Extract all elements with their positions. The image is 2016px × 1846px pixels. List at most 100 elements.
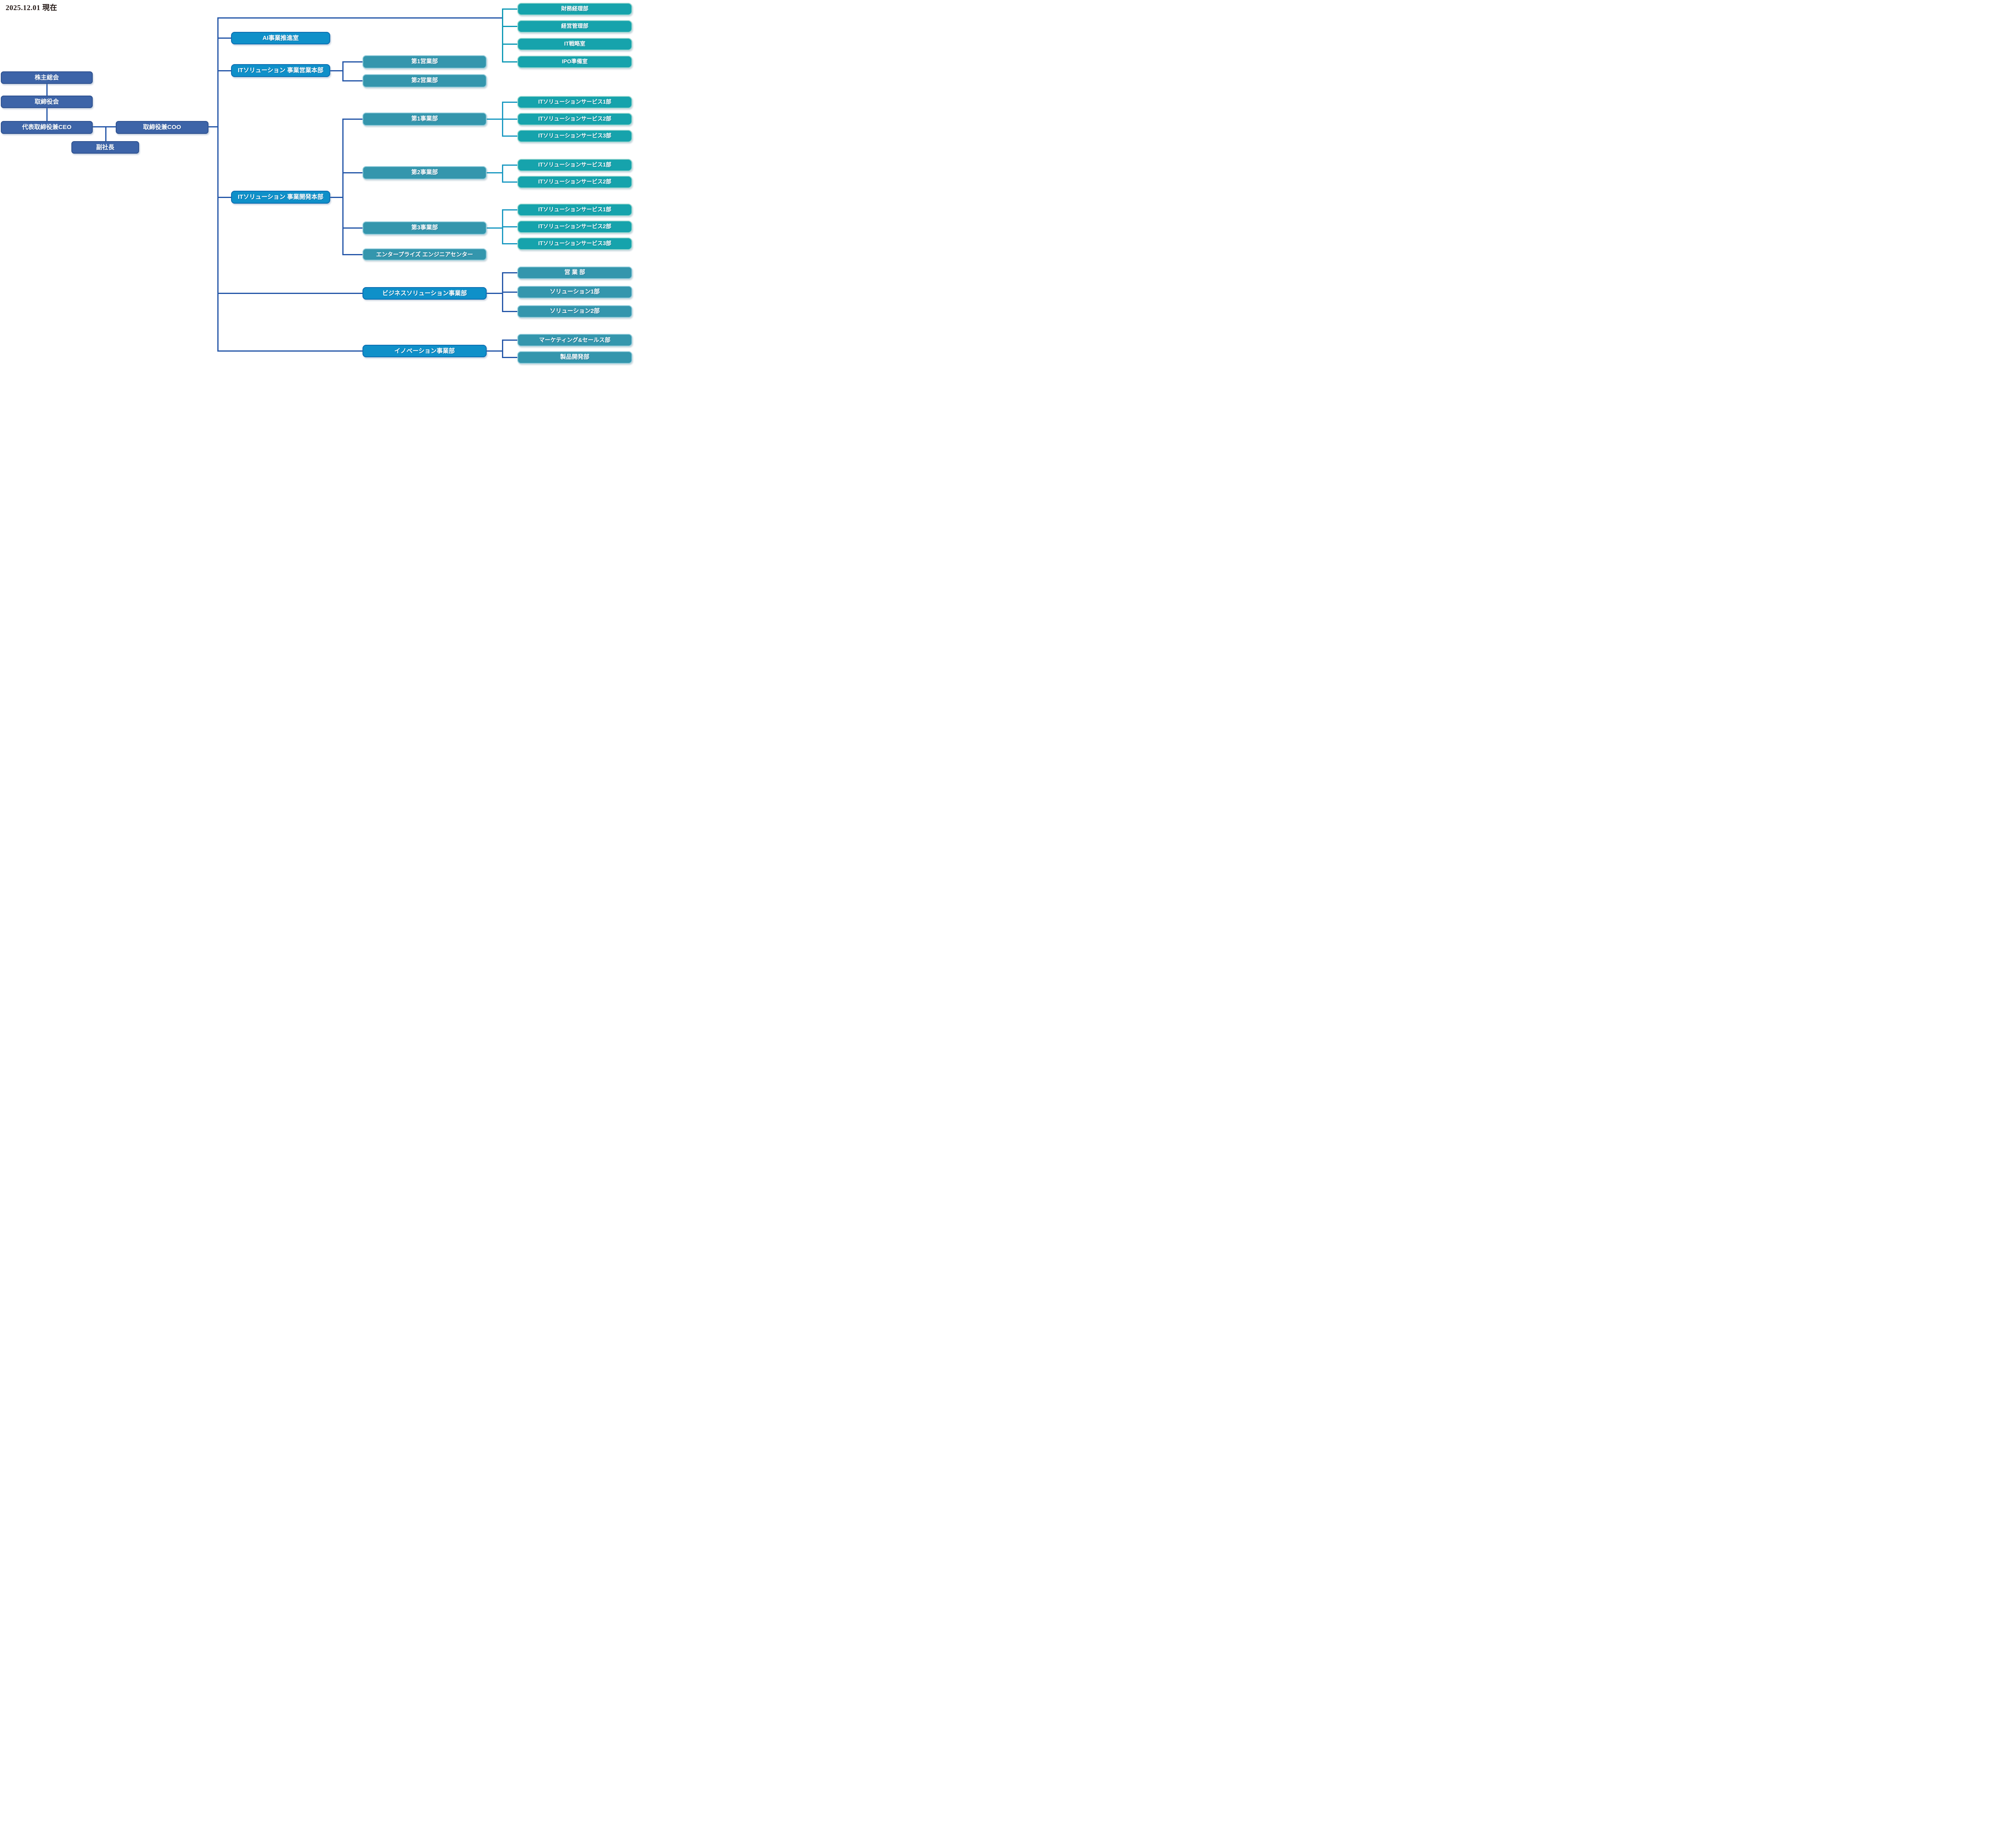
connector-line xyxy=(502,226,517,227)
node-its-3-1: ITソリューションサービス1部 xyxy=(517,204,632,216)
connector-line xyxy=(342,61,344,81)
node-biz-div-2: 第2事業部 xyxy=(362,166,487,179)
connector-line xyxy=(502,135,517,137)
node-sales-dept-2: 第2営業部 xyxy=(362,74,487,88)
node-label: エンタープライズ エンジニアセンター xyxy=(376,251,473,258)
connector-line xyxy=(502,340,503,358)
node-finance-dept: 財務経理部 xyxy=(517,3,632,15)
node-label: IPO準備室 xyxy=(562,58,588,65)
connector-line xyxy=(343,61,362,63)
node-ipo-office: IPO準備室 xyxy=(517,56,632,68)
connector-line xyxy=(487,350,503,352)
connector-line xyxy=(343,80,362,81)
connector-line xyxy=(343,118,362,120)
connector-line xyxy=(343,254,362,255)
node-shareholders: 株主総会 xyxy=(1,71,93,84)
connector-line xyxy=(502,181,517,183)
connector-line xyxy=(487,227,503,229)
node-label: 株主総会 xyxy=(34,74,59,81)
node-sales-dept-1: 第1営業部 xyxy=(362,55,487,69)
node-product-dev-dept: 製品開発部 xyxy=(517,351,632,364)
connector-line xyxy=(93,126,116,127)
connector-line xyxy=(218,350,362,352)
connector-line xyxy=(502,209,517,210)
connector-line xyxy=(502,272,517,273)
node-label: 代表取締役兼CEO xyxy=(22,124,72,131)
node-label: ITソリューションサービス1部 xyxy=(538,99,612,105)
connector-line xyxy=(502,243,517,244)
org-chart-canvas: 2025.12.01 現在 株主総会 取締役会 代表取締 xyxy=(0,0,637,369)
connector-line xyxy=(342,118,344,255)
node-its-1-1: ITソリューションサービス1部 xyxy=(517,96,632,108)
node-label: ソリューション1部 xyxy=(550,288,600,295)
connector-line xyxy=(487,293,503,294)
node-label: ITソリューションサービス2部 xyxy=(538,116,612,122)
connector-line xyxy=(502,8,517,10)
node-its-3-2: ITソリューションサービス2部 xyxy=(517,221,632,233)
node-bizsol-div: ビジネスソリューション事業部 xyxy=(362,287,487,300)
connector-line xyxy=(343,227,362,229)
node-label: IT戦略室 xyxy=(564,41,585,47)
node-label: ITソリューションサービス2部 xyxy=(538,223,612,230)
connector-line xyxy=(487,118,503,120)
as-of-date: 2025.12.01 現在 xyxy=(6,4,57,12)
node-its-2-1: ITソリューションサービス1部 xyxy=(517,159,632,171)
connector-line xyxy=(502,26,517,27)
connector-line xyxy=(46,108,48,121)
node-label: AI事業推進室 xyxy=(262,34,299,42)
connector-line xyxy=(330,196,343,198)
node-label: ビジネスソリューション事業部 xyxy=(382,290,467,297)
node-its-1-2: ITソリューションサービス2部 xyxy=(517,113,632,125)
node-label: 第1営業部 xyxy=(411,58,438,65)
node-label: 営 業 部 xyxy=(564,269,585,276)
connector-line xyxy=(218,70,231,71)
node-board: 取締役会 xyxy=(1,96,93,108)
node-corp-mgmt-dept: 経営管理部 xyxy=(517,20,632,33)
node-its-1-3: ITソリューションサービス3部 xyxy=(517,130,632,142)
connector-line xyxy=(487,172,503,173)
connector-line xyxy=(217,17,503,19)
node-label: ソリューション2部 xyxy=(550,308,600,315)
node-ceo: 代表取締役兼CEO xyxy=(1,121,93,134)
node-label: ITソリューションサービス1部 xyxy=(538,206,612,213)
node-label: 第3事業部 xyxy=(411,224,438,231)
connector-line xyxy=(218,196,231,198)
node-biz-div-1: 第1事業部 xyxy=(362,113,487,126)
connector-line xyxy=(502,340,517,341)
node-eigyo-dept: 営 業 部 xyxy=(517,267,632,279)
connector-line xyxy=(208,126,218,127)
node-solution-dept-1: ソリューション1部 xyxy=(517,286,632,298)
node-it-strategy-office: IT戦略室 xyxy=(517,38,632,50)
connector-line xyxy=(105,127,106,141)
connector-line xyxy=(218,38,231,39)
node-its-3-3: ITソリューションサービス3部 xyxy=(517,238,632,250)
connector-line xyxy=(502,311,517,312)
node-label: 取締役兼COO xyxy=(143,124,181,131)
connector-line xyxy=(502,292,517,293)
node-label: 財務経理部 xyxy=(561,6,589,12)
connector-line xyxy=(330,70,343,71)
node-label: 第2営業部 xyxy=(411,77,438,84)
connector-line xyxy=(502,102,517,103)
connector-line xyxy=(46,84,48,96)
connector-line xyxy=(218,293,362,294)
node-biz-div-3: 第3事業部 xyxy=(362,221,487,235)
connector-line xyxy=(343,172,362,173)
node-label: 第1事業部 xyxy=(411,115,438,122)
node-label: 製品開発部 xyxy=(560,354,589,360)
node-label: ITソリューション 事業営業本部 xyxy=(237,67,324,74)
node-it-sales-hq: ITソリューション 事業営業本部 xyxy=(231,64,330,77)
node-it-dev-hq: ITソリューション 事業開発本部 xyxy=(231,191,330,204)
connector-line xyxy=(502,165,517,166)
node-its-2-2: ITソリューションサービス2部 xyxy=(517,176,632,188)
node-label: 第2事業部 xyxy=(411,169,438,176)
node-vp: 副社長 xyxy=(71,141,139,154)
node-label: ITソリューションサービス1部 xyxy=(538,162,612,168)
node-enterprise-engineer-center: エンタープライズ エンジニアセンター xyxy=(362,248,487,260)
node-label: ITソリューションサービス3部 xyxy=(538,240,612,247)
connector-line xyxy=(502,119,517,120)
node-label: ITソリューション 事業開発本部 xyxy=(237,194,324,201)
node-label: ITソリューションサービス3部 xyxy=(538,133,612,139)
connector-line xyxy=(502,61,517,63)
connector-line xyxy=(502,8,503,63)
